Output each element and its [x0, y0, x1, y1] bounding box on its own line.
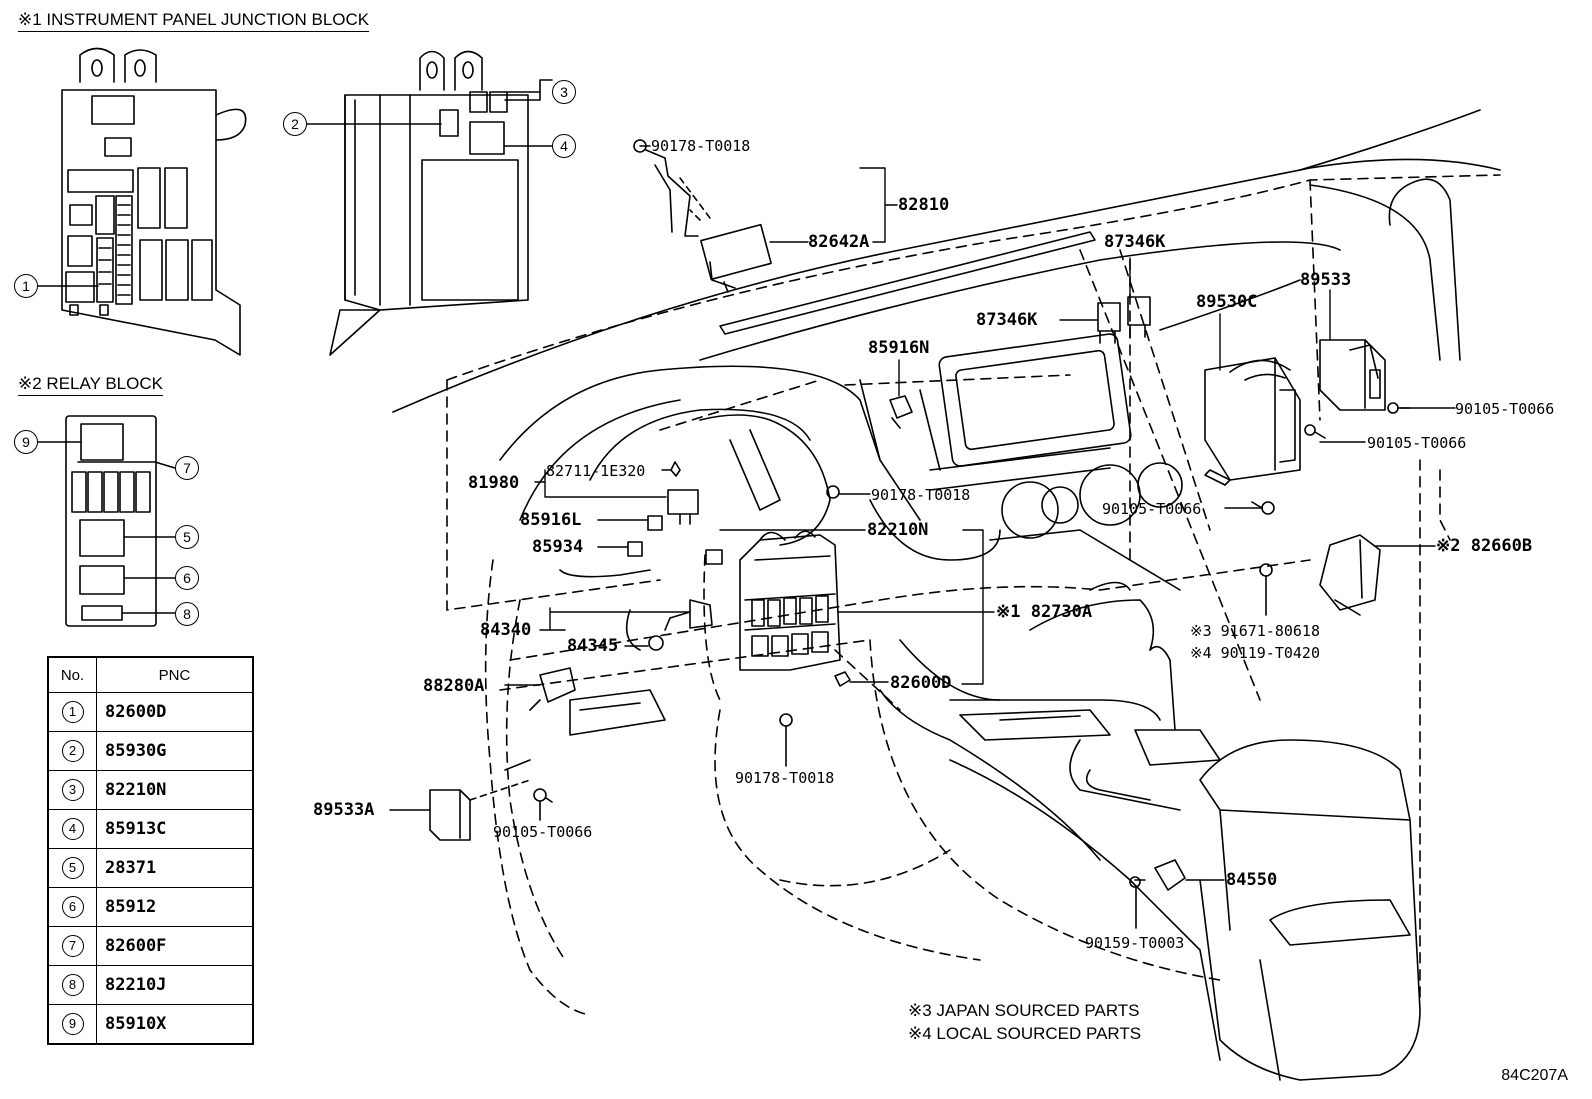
row-number: 9: [61, 1013, 84, 1035]
header-pnc: PNC: [96, 656, 254, 693]
part-label-85916n[interactable]: 85916N: [868, 338, 930, 358]
diagram-code: 84C207A: [1501, 1067, 1568, 1084]
row-pnc: 85930G: [96, 731, 254, 771]
part-label-85934[interactable]: 85934: [532, 537, 584, 557]
table-header-row: No. PNC: [47, 656, 254, 693]
row-pnc: 82210J: [96, 965, 254, 1005]
junction-block-rear-drawing: [305, 50, 553, 356]
callout-4: 4: [552, 134, 576, 158]
part-label-90178-mid[interactable]: 90178-T0018: [871, 486, 971, 504]
row-number: 7: [61, 935, 84, 957]
part-label-89530c[interactable]: 89530C: [1196, 292, 1258, 312]
table-row: 6 85912: [47, 887, 254, 927]
table-row: 2 85930G: [47, 731, 254, 771]
part-label-90178-low[interactable]: 90178-T0018: [735, 769, 835, 787]
row-number: 5: [61, 857, 84, 879]
callout-5: 5: [175, 525, 199, 549]
instrument-panel-drawing: [392, 109, 1501, 1081]
table-row: 5 28371: [47, 848, 254, 888]
table-row: 3 82210N: [47, 770, 254, 810]
part-label-82660b[interactable]: ※2 82660B: [1436, 536, 1533, 556]
part-label-90105-right-lower[interactable]: 90105-T0066: [1367, 434, 1467, 452]
part-label-82600d[interactable]: 82600D: [890, 673, 952, 693]
junction-block-front-drawing: [36, 47, 247, 356]
callout-6: 6: [175, 566, 199, 590]
junction-block-title: ※1 INSTRUMENT PANEL JUNCTION BLOCK: [18, 10, 370, 32]
table-row: 8 82210J: [47, 965, 254, 1005]
part-label-85916l[interactable]: 85916L: [520, 510, 582, 530]
part-label-81980[interactable]: 81980: [468, 473, 520, 493]
leader-lines: [389, 145, 1456, 881]
row-pnc: 82600D: [96, 692, 254, 732]
row-pnc: 82210N: [96, 770, 254, 810]
note-japan-sourced: ※3 JAPAN SOURCED PARTS: [908, 1001, 1140, 1020]
table-row: 4 85913C: [47, 809, 254, 849]
part-label-82730a[interactable]: ※1 82730A: [996, 602, 1093, 622]
part-label-90178-top[interactable]: 90178-T0018: [651, 137, 751, 155]
row-pnc: 85912: [96, 887, 254, 927]
part-label-90105-low[interactable]: 90105-T0066: [493, 823, 593, 841]
callout-8: 8: [175, 602, 199, 626]
row-number: 8: [61, 974, 84, 996]
part-label-82810[interactable]: 82810: [898, 195, 950, 215]
part-label-84340[interactable]: 84340: [480, 620, 532, 640]
table-row: 1 82600D: [47, 692, 254, 732]
callout-3: 3: [552, 80, 576, 104]
table-row: 9 85910X: [47, 1004, 254, 1045]
part-label-87346k-top[interactable]: 87346K: [1104, 232, 1166, 252]
dashed-outlines: [446, 174, 1501, 1016]
header-no: No.: [47, 656, 97, 693]
part-label-88280a[interactable]: 88280A: [423, 676, 485, 696]
row-number: 1: [61, 701, 84, 723]
part-label-89533[interactable]: 89533: [1300, 270, 1352, 290]
relay-block-drawing: [37, 415, 176, 627]
row-pnc: 82600F: [96, 926, 254, 966]
row-number: 3: [61, 779, 84, 801]
callout-7: 7: [175, 456, 199, 480]
part-label-87346k-left[interactable]: 87346K: [976, 310, 1038, 330]
callout-2: 2: [283, 112, 307, 136]
callout-1: 1: [14, 274, 38, 298]
part-label-84550[interactable]: 84550: [1226, 870, 1278, 890]
part-label-89533a[interactable]: 89533A: [313, 800, 375, 820]
part-label-84345[interactable]: 84345: [567, 636, 619, 656]
row-number: 6: [61, 896, 84, 918]
table-row: 7 82600F: [47, 926, 254, 966]
parts-drawings: [429, 139, 1411, 929]
row-number: 2: [61, 740, 84, 762]
note-local-sourced: ※4 LOCAL SOURCED PARTS: [908, 1024, 1142, 1043]
row-number: 4: [61, 818, 84, 840]
part-label-90119[interactable]: ※4 90119-T0420: [1190, 644, 1320, 662]
part-label-90159[interactable]: 90159-T0003: [1085, 934, 1185, 952]
part-label-90105-right-upper[interactable]: 90105-T0066: [1455, 400, 1555, 418]
callout-9: 9: [14, 430, 38, 454]
row-pnc: 85910X: [96, 1004, 254, 1045]
part-label-82711[interactable]: 82711-1E320: [546, 462, 646, 480]
part-label-91671[interactable]: ※3 91671-80618: [1190, 622, 1320, 640]
row-pnc: 85913C: [96, 809, 254, 849]
part-label-90105-mid[interactable]: 90105-T0066: [1102, 500, 1202, 518]
relay-block-title: ※2 RELAY BLOCK: [18, 374, 163, 396]
row-pnc: 28371: [96, 848, 254, 888]
part-label-82642a[interactable]: 82642A: [808, 232, 870, 252]
part-label-82210n[interactable]: 82210N: [867, 520, 929, 540]
